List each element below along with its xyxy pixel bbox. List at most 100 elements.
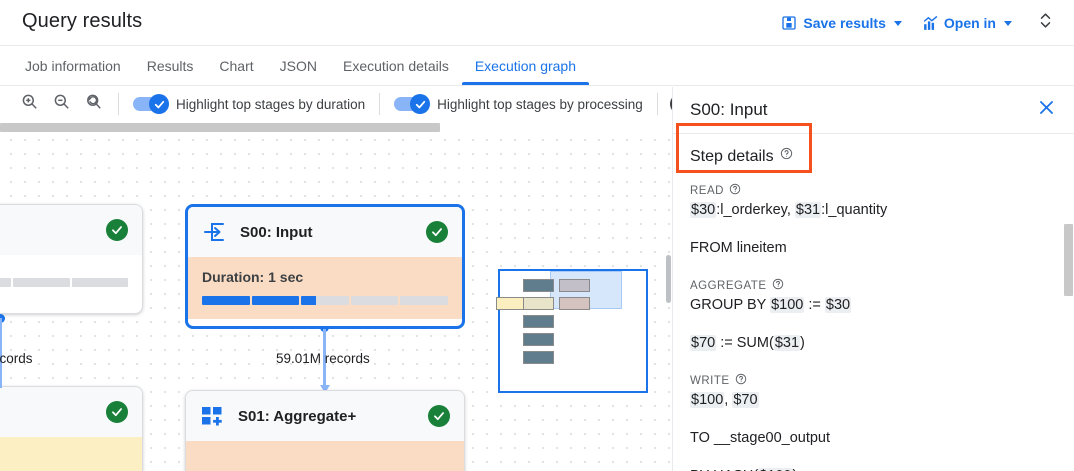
progress-segment xyxy=(350,296,399,305)
zoom-out-button[interactable] xyxy=(50,93,72,115)
aggregate-sum-text: $70 := SUM($31) xyxy=(690,335,805,351)
save-results-icon xyxy=(781,15,797,31)
tab-chart[interactable]: Chart xyxy=(219,57,254,74)
node-progress-bar xyxy=(202,296,448,305)
node-body xyxy=(186,441,464,471)
progress-segment xyxy=(251,296,300,305)
graph-node-partial-top-left[interactable] xyxy=(0,204,143,314)
zoom-in-button[interactable] xyxy=(18,93,40,115)
execution-graph-canvas[interactable]: ecords 59.01M records S00: Input xyxy=(0,121,672,471)
help-circle-icon[interactable] xyxy=(729,183,741,198)
minimap-node xyxy=(523,297,554,310)
progress-segment xyxy=(202,296,250,305)
edge-line xyxy=(0,318,2,388)
zoom-controls xyxy=(0,93,104,115)
highlight-processing-toggle[interactable] xyxy=(394,94,431,114)
zoom-reset-icon xyxy=(84,92,103,116)
close-panel-button[interactable] xyxy=(1034,98,1058,122)
expand-collapse-icon xyxy=(1036,11,1055,35)
edge-line xyxy=(323,327,326,389)
minimap-node xyxy=(523,315,554,328)
tab-results[interactable]: Results xyxy=(146,57,194,74)
node-body xyxy=(0,255,142,301)
tab-bar: Job information Results Chart JSON Execu… xyxy=(0,46,1074,86)
graph-minimap[interactable] xyxy=(496,269,648,393)
tab-job-information[interactable]: Job information xyxy=(25,57,121,74)
chevron-down-icon xyxy=(893,20,902,26)
minimap-node xyxy=(523,279,554,292)
panel-resize-handle[interactable] xyxy=(666,255,671,303)
graph-node-s00-input[interactable]: S00: Input Duration: 1 sec xyxy=(185,204,465,329)
open-in-button[interactable]: Open in xyxy=(912,9,1022,37)
minimap-node xyxy=(559,279,590,292)
success-check-icon xyxy=(426,221,448,243)
write-to-text: TO __stage00_output xyxy=(690,430,831,446)
highlight-processing-label: Highlight top stages by processing xyxy=(437,96,643,112)
save-results-button[interactable]: Save results xyxy=(771,9,912,37)
chevron-down-icon xyxy=(1004,20,1012,26)
page-header: Query results Save results xyxy=(0,0,1074,46)
read-from-text: FROM lineitem xyxy=(690,240,787,256)
toggle-knob-check-icon xyxy=(410,94,431,114)
page-title: Query results xyxy=(22,10,143,32)
node-header: S00: Input xyxy=(188,207,462,257)
zoom-out-icon xyxy=(52,92,71,116)
node-body: Duration: 1 sec xyxy=(188,257,462,319)
tab-execution-graph[interactable]: Execution graph xyxy=(461,46,590,85)
toolbar-divider xyxy=(118,93,119,115)
node-header xyxy=(0,387,142,437)
help-circle-icon[interactable] xyxy=(772,278,784,293)
read-columns-text: $30:l_orderkey, $31:l_quantity xyxy=(690,202,888,218)
minimap-node xyxy=(523,351,554,364)
panel-header: S00: Input xyxy=(673,87,1074,134)
node-header xyxy=(0,205,142,255)
save-results-label: Save results xyxy=(803,15,886,31)
tab-execution-details[interactable]: Execution details xyxy=(342,57,449,74)
highlight-processing-toggle-row: Highlight top stages by processing xyxy=(394,94,643,114)
panel-body: Step details READ xyxy=(673,134,1074,471)
zoom-reset-button[interactable] xyxy=(82,93,104,115)
progress-segment xyxy=(301,296,349,305)
help-circle-icon[interactable] xyxy=(780,147,793,160)
panel-title: S00: Input xyxy=(690,100,768,119)
header-actions: Save results Open in xyxy=(771,0,1064,46)
help-circle-icon[interactable] xyxy=(735,373,747,388)
progress-segment xyxy=(13,278,70,287)
minimap-node xyxy=(559,297,590,310)
step-details-label: Step details xyxy=(690,147,774,165)
node-title: S01: Aggregate+ xyxy=(238,407,357,425)
scrollbar-thumb[interactable] xyxy=(0,123,440,132)
graph-node-partial-bottom-left[interactable] xyxy=(0,386,143,471)
section-label-text: READ xyxy=(690,184,724,197)
section-label-text: AGGREGATE xyxy=(690,279,767,292)
progress-segment xyxy=(71,278,128,287)
input-arrow-icon xyxy=(202,220,226,244)
success-check-icon xyxy=(106,219,128,241)
highlight-duration-toggle[interactable] xyxy=(133,94,169,114)
panel-vertical-scrollbar[interactable] xyxy=(1064,224,1073,296)
graph-node-s01-aggregate[interactable]: S01: Aggregate+ xyxy=(185,390,465,471)
highlight-duration-toggle-row: Highlight top stages by duration xyxy=(133,94,365,114)
zoom-in-icon xyxy=(20,92,39,116)
step-details-heading: Step details xyxy=(690,134,1057,179)
step-details-panel: S00: Input Step details xyxy=(672,87,1074,471)
chart-bar-icon xyxy=(922,15,938,31)
section-label-aggregate: AGGREGATE xyxy=(690,278,1057,293)
write-by-hash-text: BY HASH($100) xyxy=(690,466,1057,471)
tab-json[interactable]: JSON xyxy=(279,57,317,74)
section-label-text: WRITE xyxy=(690,374,730,387)
edge-arrow-icon xyxy=(320,385,330,393)
expand-collapse-button[interactable] xyxy=(1030,8,1060,38)
toggle-knob-check-icon xyxy=(149,94,169,114)
progress-segment xyxy=(0,278,12,287)
graph-horizontal-scrollbar[interactable] xyxy=(0,121,672,132)
write-columns-text: $100, $70 xyxy=(690,392,759,408)
aggregate-plus-icon xyxy=(200,404,224,428)
edge-record-label: ecords xyxy=(0,351,33,366)
toolbar-divider xyxy=(656,93,658,115)
success-check-icon xyxy=(428,405,450,427)
aggregate-groupby-text: GROUP BY $100 := $30 xyxy=(690,297,852,313)
node-header: S01: Aggregate+ xyxy=(186,391,464,441)
edge-source-dot xyxy=(0,314,5,323)
node-duration-label: Duration: 1 sec xyxy=(202,269,304,285)
